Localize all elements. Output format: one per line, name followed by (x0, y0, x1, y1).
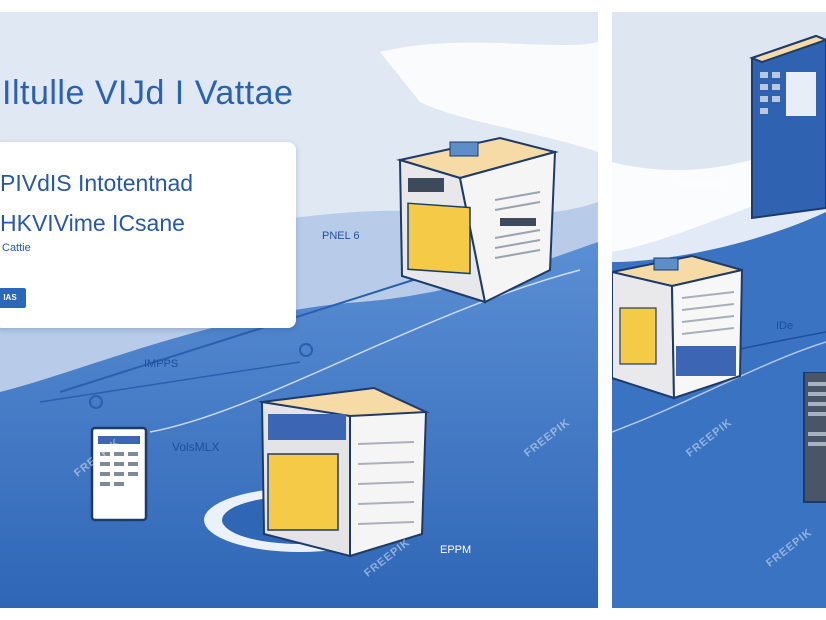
card-subtitle: Cattie (2, 242, 31, 254)
server-cabinet-bottom (258, 386, 430, 558)
rack-dark-bottom (803, 372, 826, 503)
label-pnel: PNEL 6 (322, 230, 360, 242)
card-heading-line-1: PIVdIS Intotentnad (0, 170, 194, 196)
label-epm: EPPM (440, 544, 472, 556)
rack-blue-top (749, 34, 826, 220)
right-illustration-panel: V0NUUMlE IDe FREEPIK FREEPIK (612, 12, 826, 608)
info-card: PIVdIS Intotentnad HKVIVime ICsane Catti… (0, 142, 296, 328)
card-heading-line-2: HKVIVime ICsane (0, 210, 185, 236)
label-volemx: VolsMLX (172, 440, 220, 454)
card-cta-button[interactable]: IAS (0, 288, 26, 308)
label-right-top: V0NUUMlE (678, 180, 725, 190)
left-illustration-panel: Iltulle VIJd I Vattae PIVdIS Intotentnad… (0, 12, 598, 608)
server-cabinet-top (396, 136, 559, 304)
hero-title: Iltulle VIJd I Vattae (2, 74, 294, 112)
tablet-device (90, 426, 148, 522)
label-mpps: IMPPS (144, 358, 179, 370)
label-right-mid: IDe (776, 320, 794, 332)
server-cabinet-right (612, 254, 744, 400)
